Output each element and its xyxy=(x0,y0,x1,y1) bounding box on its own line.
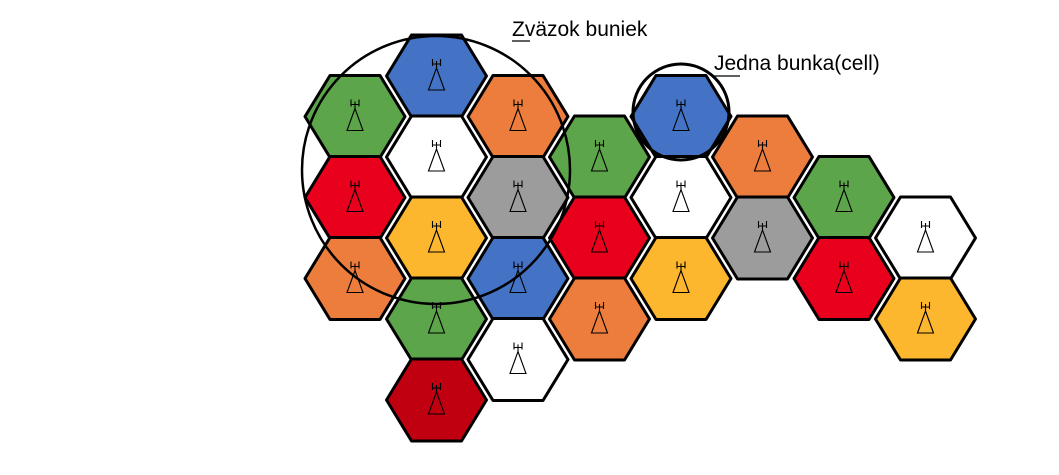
cell-tower-icon xyxy=(427,383,446,415)
hex-cell-white xyxy=(466,317,570,402)
hex-cell-white xyxy=(385,114,488,200)
hex-cell-red xyxy=(792,236,896,321)
hex-cell-gray xyxy=(466,155,570,240)
cell-tower-icon xyxy=(427,302,446,334)
cell-tower-icon xyxy=(753,221,772,253)
hexagon-shape xyxy=(466,74,570,159)
hex-cell-red xyxy=(303,155,407,240)
hexagon-shape xyxy=(874,276,977,362)
hexagon-shape xyxy=(385,195,488,281)
hexagon-shape xyxy=(385,357,488,443)
hex-cell-yellow xyxy=(385,195,488,281)
cell-tower-icon xyxy=(672,99,690,132)
hexagon-shape xyxy=(385,33,488,119)
cell-tower-icon xyxy=(346,99,364,132)
hexagon-shape xyxy=(466,155,570,240)
cell-tower-icon xyxy=(590,302,609,334)
cell-label: Jedna bunka(cell) xyxy=(714,52,880,75)
hexagon-shape xyxy=(874,195,977,281)
hex-cell-green xyxy=(385,276,488,362)
hexagon-shape xyxy=(629,155,733,240)
hex-cell-blue xyxy=(466,236,570,321)
hexagon-shape xyxy=(792,155,896,240)
hex-cell-orange xyxy=(303,236,407,321)
cluster-label: Zväzok buniek xyxy=(512,18,648,41)
single-cell-circle xyxy=(631,62,731,162)
cell-cluster-circle xyxy=(300,34,572,306)
hex-cell-yellow xyxy=(874,276,977,362)
hex-cell-orange xyxy=(466,74,570,159)
hexagon-shape xyxy=(711,195,814,281)
cell-tower-icon xyxy=(590,140,609,172)
hex-cell-blue xyxy=(385,33,488,119)
hexagon-shape xyxy=(385,114,488,200)
hex-cell-yellow xyxy=(629,236,733,321)
cell-tower-icon xyxy=(672,180,690,213)
cell-tower-icon xyxy=(509,180,527,213)
cell-tower-icon xyxy=(753,140,772,172)
cell-tower-icon xyxy=(835,261,853,294)
hexagon-shape xyxy=(629,236,733,321)
cell-tower-icon xyxy=(590,221,609,253)
cell-tower-icon xyxy=(509,342,527,375)
hex-cell-green xyxy=(303,74,407,159)
cell-tower-icon xyxy=(346,261,364,294)
cell-tower-icon xyxy=(346,180,364,213)
hex-cell-white xyxy=(874,195,977,281)
hexagon-shape xyxy=(303,155,407,240)
hex-cell-green xyxy=(792,155,896,240)
cell-tower-icon xyxy=(427,140,446,172)
cell-tower-icon xyxy=(672,261,690,294)
cell-tower-icon xyxy=(509,261,527,294)
hexagon-shape xyxy=(385,276,488,362)
hexagon-shape xyxy=(548,276,651,362)
hexagon-shape xyxy=(466,317,570,402)
hex-cell-gray xyxy=(711,195,814,281)
hex-cell-orange xyxy=(548,276,651,362)
hexagon-shape xyxy=(466,236,570,321)
hexagon-cells xyxy=(303,33,977,443)
cell-tower-icon xyxy=(427,59,446,91)
hex-cell-darkred xyxy=(385,357,488,443)
hex-cell-white xyxy=(629,155,733,240)
cell-tower-icon xyxy=(835,180,853,213)
cell-tower-icon xyxy=(427,221,446,253)
cell-tower-icon xyxy=(916,302,935,334)
hexagon-shape xyxy=(303,74,407,159)
hexagon-shape xyxy=(303,236,407,321)
cell-tower-icon xyxy=(509,99,527,132)
hexagon-shape xyxy=(792,236,896,321)
cell-tower-icon xyxy=(916,221,935,253)
